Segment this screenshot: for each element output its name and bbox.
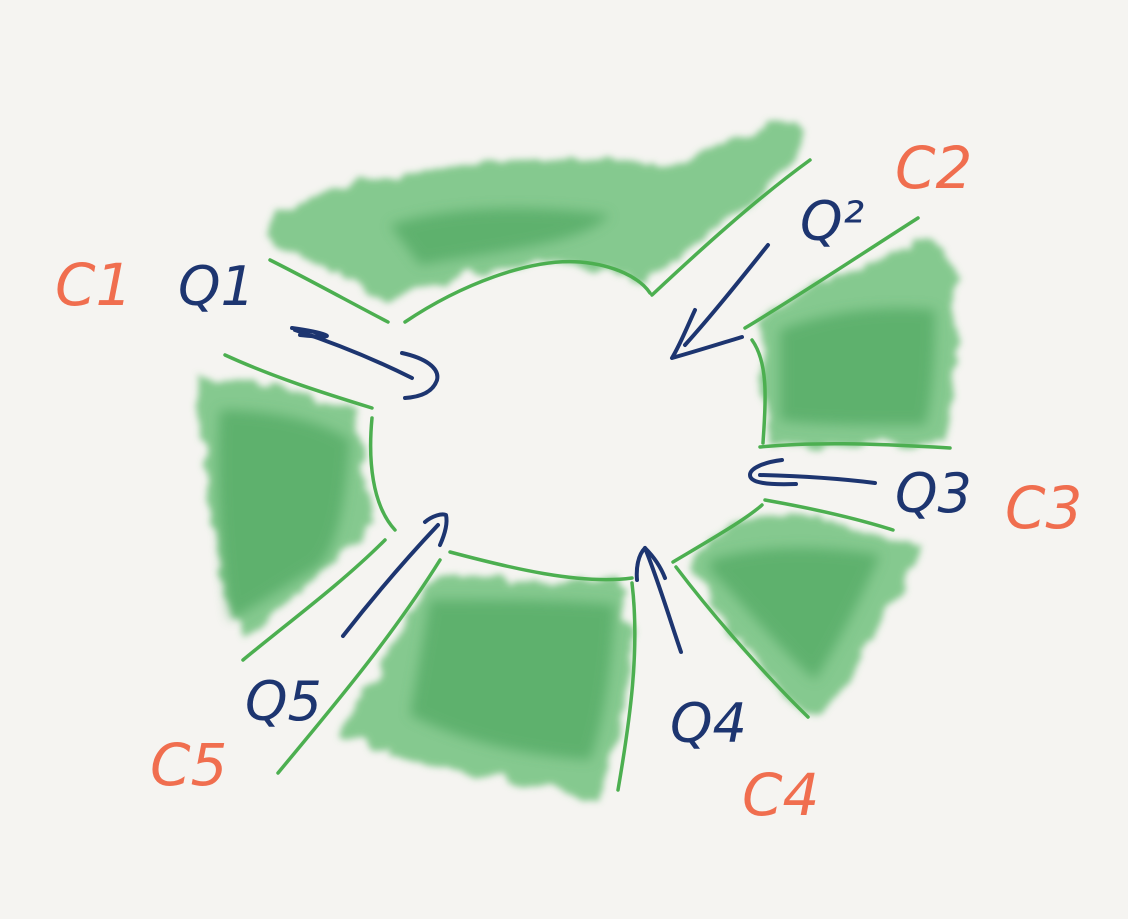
- category-label-c2: C2: [895, 134, 972, 202]
- road-edges: [223, 158, 952, 792]
- green-regions-shading: [218, 208, 935, 760]
- queue-label-q2: Q²: [800, 190, 864, 253]
- arrow-q3: [748, 458, 877, 487]
- queue-arrows: [290, 243, 877, 654]
- road-edge: [268, 258, 390, 324]
- category-label-c3: C3: [1005, 474, 1082, 542]
- road-edge: [223, 353, 374, 410]
- arrow-q2: [670, 243, 770, 360]
- arrow-q5: [341, 512, 449, 638]
- road-edge: [241, 538, 387, 662]
- road-edge: [743, 216, 920, 330]
- queue-label-q3: Q3: [895, 462, 972, 525]
- road-edge: [750, 338, 767, 445]
- road-edge: [403, 259, 652, 324]
- road-edge: [758, 441, 952, 450]
- queue-label-q4: Q4: [670, 692, 747, 755]
- road-edge: [671, 503, 764, 564]
- queue-label-q1: Q1: [178, 255, 255, 318]
- road-edge: [276, 558, 442, 775]
- road-edge: [763, 498, 895, 532]
- arrow-q4: [634, 546, 683, 654]
- category-label-c5: C5: [150, 731, 227, 799]
- road-edge: [368, 416, 397, 532]
- category-label-c1: C1: [55, 251, 132, 319]
- category-label-c4: C4: [742, 761, 819, 829]
- road-edge: [448, 550, 634, 582]
- queue-labels: Q1 Q² Q3 Q4 Q5: [178, 190, 972, 755]
- arrow-q1: [290, 326, 440, 400]
- category-labels: C1 C2 C3 C4 C5: [55, 134, 1082, 829]
- road-edge: [650, 158, 812, 297]
- road-edge: [616, 581, 637, 792]
- road-edge: [674, 565, 810, 719]
- queue-label-q5: Q5: [245, 670, 322, 733]
